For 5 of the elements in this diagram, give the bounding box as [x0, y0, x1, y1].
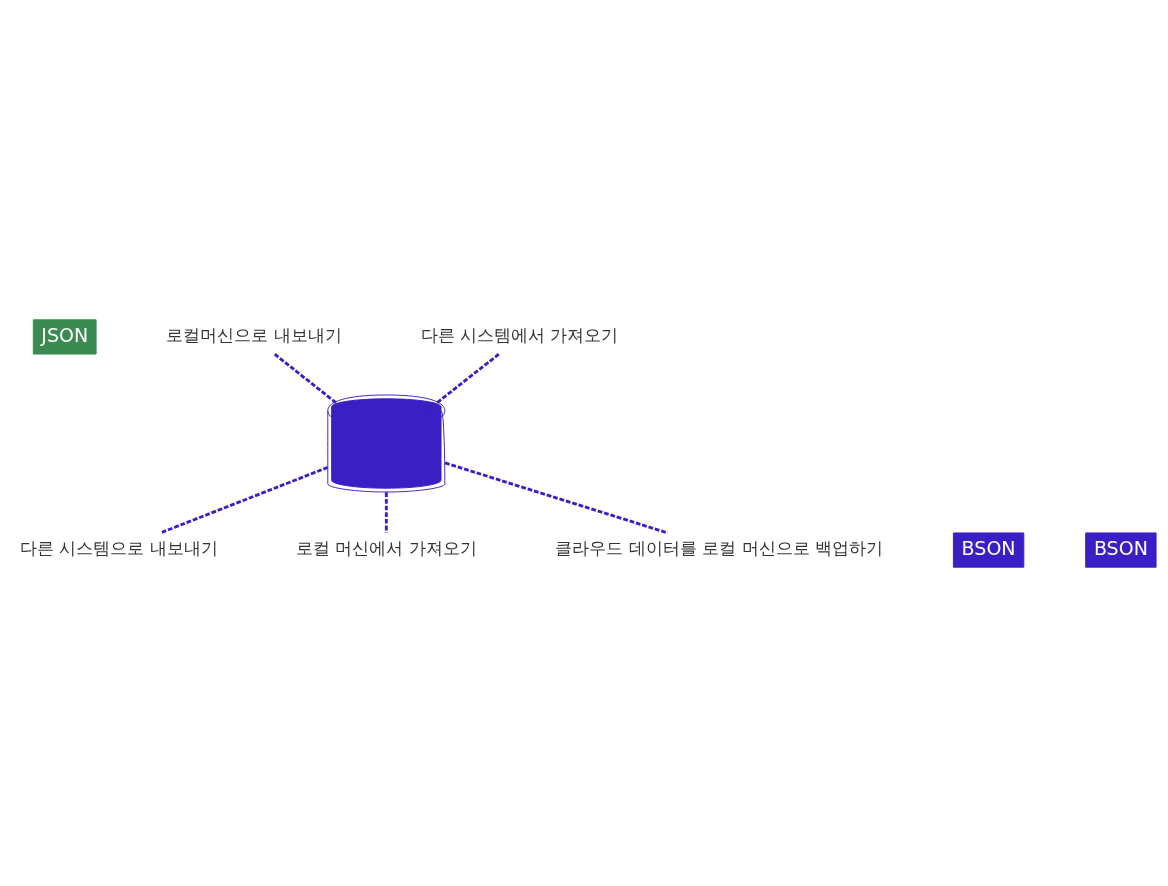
node-text: 다른 시스템에서 가져오기: [420, 324, 619, 345]
node-text: 클라우드 데이터를 로컬 머신으로 백업하기: [555, 537, 884, 558]
node-text: 로컬머신으로 내보내기: [166, 324, 342, 345]
node-text: 로컬 머신에서 가져오기: [295, 537, 477, 558]
node-text: 다른 시스템으로 내보내기: [20, 537, 218, 558]
